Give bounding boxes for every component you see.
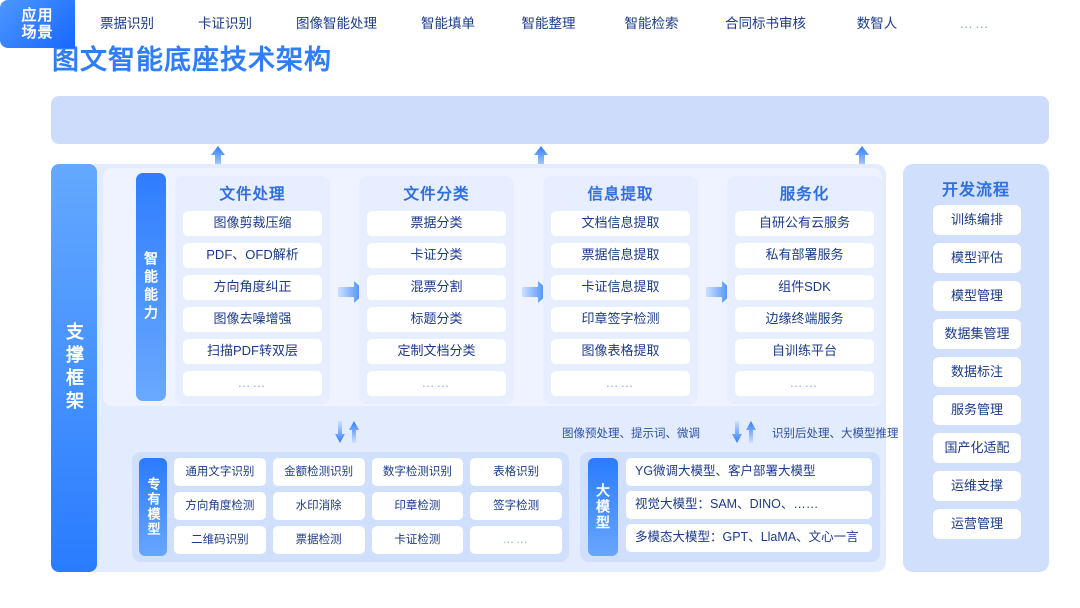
ability-item-3-0[interactable]: 自研公有云服务 [735, 211, 874, 236]
up-arrow-icon-1 [211, 146, 225, 168]
up-arrow-icon-3 [855, 146, 869, 168]
ability-item-0-2[interactable]: 方向角度纠正 [183, 275, 322, 300]
app-scenario-item-8[interactable]: …… [931, 7, 1019, 41]
ability-item-1-1[interactable]: 卡证分类 [367, 243, 506, 268]
proprietary-models-badge: 专有模型 [139, 458, 167, 556]
support-framework-label: 支撑框架 [64, 322, 84, 414]
devflow-item-2[interactable]: 模型管理 [933, 281, 1021, 311]
ability-column-information-extraction: 信息提取 文档信息提取 票据信息提取 卡证信息提取 印章签字检测 图像表格提取 … [543, 176, 698, 404]
proprietary-item-7[interactable]: 签字检测 [470, 492, 562, 520]
proprietary-item-6[interactable]: 印章检测 [371, 492, 464, 520]
ability-item-2-4[interactable]: 图像表格提取 [551, 339, 690, 364]
ability-item-1-2[interactable]: 混票分割 [367, 275, 506, 300]
ability-item-1-0[interactable]: 票据分类 [367, 211, 506, 236]
devflow-item-5[interactable]: 服务管理 [933, 395, 1021, 425]
app-scenario-item-3[interactable]: 智能填单 [404, 7, 492, 41]
app-scenario-item-6[interactable]: 合同标书审核 [708, 7, 823, 41]
ability-item-0-5[interactable]: …… [183, 371, 322, 396]
ability-item-2-2[interactable]: 卡证信息提取 [551, 275, 690, 300]
up-arrow-icon-2 [534, 146, 548, 168]
ability-column-items-3: 自研公有云服务 私有部署服务 组件SDK 边缘终端服务 自训练平台 …… [727, 211, 882, 404]
ability-column-items-1: 票据分类 卡证分类 混票分割 标题分类 定制文档分类 …… [359, 211, 514, 404]
app-scenario-item-2[interactable]: 图像智能处理 [279, 7, 394, 41]
proprietary-item-11[interactable]: …… [470, 526, 562, 554]
ability-item-2-5[interactable]: …… [551, 371, 690, 396]
proprietary-item-2[interactable]: 数字检测识别 [371, 458, 464, 486]
ability-column-file-processing: 文件处理 图像剪裁压缩 PDF、OFD解析 方向角度纠正 图像去噪增强 扫描PD… [175, 176, 330, 404]
proprietary-models-grid: 通用文字识别 金额检测识别 数字检测识别 表格识别 方向角度检测 水印消除 印章… [174, 458, 562, 554]
app-scenario-item-1[interactable]: 卡证识别 [181, 7, 269, 41]
devflow-item-3[interactable]: 数据集管理 [933, 319, 1021, 349]
big-models-label: 大模型 [595, 483, 611, 531]
proprietary-item-8[interactable]: 二维码识别 [174, 526, 266, 554]
intelligent-ability-label: 智能能力 [143, 251, 159, 323]
support-framework-badge: 支撑框架 [51, 164, 97, 572]
ability-item-3-5[interactable]: …… [735, 371, 874, 396]
big-model-item-0[interactable]: YG微调大模型、客户部署大模型 [626, 458, 872, 486]
big-model-item-2[interactable]: 多模态大模型：GPT、LlaMA、文心一言 [626, 524, 872, 552]
ability-item-1-4[interactable]: 定制文档分类 [367, 339, 506, 364]
mid-note-right: 识别后处理、大模型推理 [772, 428, 899, 440]
ability-column-file-classification: 文件分类 票据分类 卡证分类 混票分割 标题分类 定制文档分类 …… [359, 176, 514, 404]
proprietary-item-5[interactable]: 水印消除 [272, 492, 365, 520]
ability-item-0-0[interactable]: 图像剪裁压缩 [183, 211, 322, 236]
ability-item-3-1[interactable]: 私有部署服务 [735, 243, 874, 268]
proprietary-item-10[interactable]: 卡证检测 [371, 526, 464, 554]
devflow-item-0[interactable]: 训练编排 [933, 205, 1021, 235]
ability-column-items-2: 文档信息提取 票据信息提取 卡证信息提取 印章签字检测 图像表格提取 …… [543, 211, 698, 404]
proprietary-item-1[interactable]: 金额检测识别 [272, 458, 365, 486]
ability-item-1-3[interactable]: 标题分类 [367, 307, 506, 332]
ability-item-0-1[interactable]: PDF、OFD解析 [183, 243, 322, 268]
up-down-arrow-icon-right [729, 421, 759, 443]
devflow-item-1[interactable]: 模型评估 [933, 243, 1021, 273]
ability-item-3-2[interactable]: 组件SDK [735, 275, 874, 300]
ability-column-title-0: 文件处理 [219, 186, 286, 203]
app-scenario-item-0[interactable]: 票据识别 [83, 7, 171, 41]
devflow-item-4[interactable]: 数据标注 [933, 357, 1021, 387]
ability-column-items-0: 图像剪裁压缩 PDF、OFD解析 方向角度纠正 图像去噪增强 扫描PDF转双层 … [175, 211, 330, 404]
ability-item-2-0[interactable]: 文档信息提取 [551, 211, 690, 236]
devflow-item-6[interactable]: 国产化适配 [933, 433, 1021, 463]
application-scenario-band [51, 96, 1049, 144]
app-scenario-item-4[interactable]: 智能整理 [502, 7, 595, 41]
proprietary-item-0[interactable]: 通用文字识别 [174, 458, 266, 486]
application-scenario-item-list: 票据识别 卡证识别 图像智能处理 智能填单 智能整理 智能检索 合同标书审核 数… [83, 7, 1019, 41]
development-flow-title: 开发流程 [941, 182, 1010, 199]
ability-item-3-3[interactable]: 边缘终端服务 [735, 307, 874, 332]
ability-column-title-1: 文件分类 [403, 186, 470, 203]
proprietary-models-label: 专有模型 [145, 477, 161, 537]
ability-item-2-1[interactable]: 票据信息提取 [551, 243, 690, 268]
devflow-item-7[interactable]: 运维支撑 [933, 471, 1021, 501]
proprietary-item-4[interactable]: 方向角度检测 [174, 492, 266, 520]
big-models-badge: 大模型 [588, 458, 618, 556]
up-down-arrow-icon-left [332, 421, 362, 443]
ability-item-0-3[interactable]: 图像去噪增强 [183, 307, 322, 332]
application-scenario-label-line1: 应用 [21, 6, 54, 24]
ability-column-title-2: 信息提取 [587, 186, 654, 203]
page-title: 图文智能底座技术架构 [52, 45, 332, 75]
big-model-item-1[interactable]: 视觉大模型：SAM、DINO、…… [626, 491, 872, 519]
application-scenario-badge: 应用 场景 [0, 0, 75, 48]
mid-note-left: 图像预处理、提示词、微调 [562, 428, 700, 440]
ability-item-3-4[interactable]: 自训练平台 [735, 339, 874, 364]
app-scenario-item-5[interactable]: 智能检索 [605, 7, 698, 41]
ability-item-2-3[interactable]: 印章签字检测 [551, 307, 690, 332]
intelligent-ability-badge: 智能能力 [136, 173, 166, 401]
big-models-item-list: YG微调大模型、客户部署大模型 视觉大模型：SAM、DINO、…… 多模态大模型… [626, 458, 872, 552]
ability-column-title-3: 服务化 [779, 186, 830, 203]
application-scenario-label-line2: 场景 [21, 24, 54, 41]
devflow-item-8[interactable]: 运营管理 [933, 509, 1021, 539]
proprietary-item-9[interactable]: 票据检测 [272, 526, 365, 554]
ability-item-1-5[interactable]: …… [367, 371, 506, 396]
proprietary-item-3[interactable]: 表格识别 [470, 458, 562, 486]
development-flow-item-list: 训练编排 模型评估 模型管理 数据集管理 数据标注 服务管理 国产化适配 运维支… [933, 205, 1021, 539]
ability-item-0-4[interactable]: 扫描PDF转双层 [183, 339, 322, 364]
app-scenario-item-7[interactable]: 数智人 [833, 7, 921, 41]
ability-column-servitization: 服务化 自研公有云服务 私有部署服务 组件SDK 边缘终端服务 自训练平台 …… [727, 176, 882, 404]
